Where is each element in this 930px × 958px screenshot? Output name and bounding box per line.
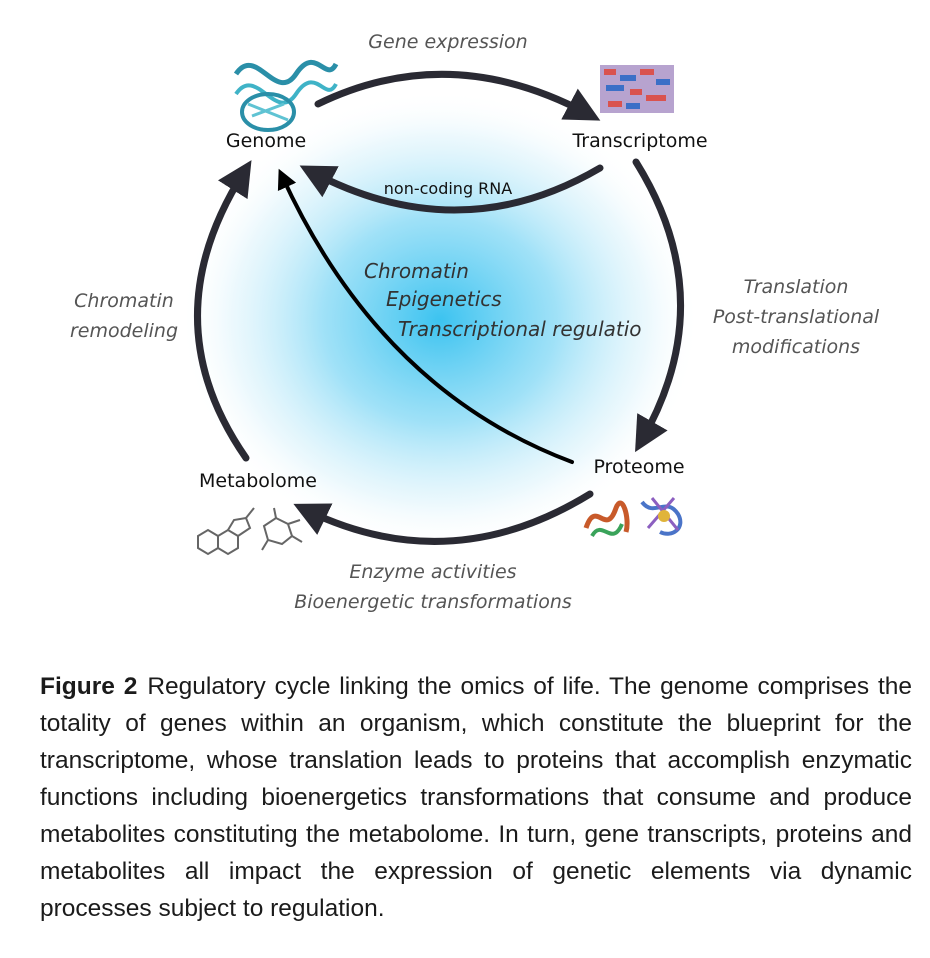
figure-label: Figure 2 <box>40 673 138 700</box>
gene-expression-label: Gene expression <box>368 31 527 53</box>
enzyme-activities-label: Enzyme activities <box>349 561 516 583</box>
enzyme-arrow <box>293 490 594 545</box>
metabolome-label: Metabolome <box>199 470 317 492</box>
genome-label: Genome <box>226 130 306 152</box>
modifications-label: modifications <box>732 336 860 358</box>
proteome-label: Proteome <box>593 456 684 478</box>
center-glow <box>180 90 700 550</box>
caption-text: Regulatory cycle linking the omics of li… <box>40 673 912 922</box>
heatmap-icon <box>600 65 674 113</box>
non-coding-rna-arrow <box>299 164 604 214</box>
non-coding-rna-label: non-coding RNA <box>384 179 513 198</box>
regulation-arrow <box>277 168 574 464</box>
center-epigenetics-label: Epigenetics <box>386 287 502 311</box>
chromatin-remodeling-arrow <box>194 160 252 462</box>
chromatin-remodeling-label-1: Chromatin <box>74 290 174 312</box>
dna-helix-icon <box>233 59 339 132</box>
center-chromatin-label: Chromatin <box>364 259 469 283</box>
gene-expression-arrow <box>314 70 601 121</box>
translation-label: Translation <box>744 276 849 298</box>
bioenergetic-transformations-label: Bioenergetic transformations <box>294 591 572 613</box>
protein-structure-icon <box>583 497 683 538</box>
center-transcriptional-label: Transcriptional regulatio <box>398 317 642 341</box>
molecule-structure-icon <box>197 507 303 556</box>
chromatin-remodeling-label-2: remodeling <box>70 320 178 342</box>
translation-arrow <box>632 158 684 453</box>
post-translational-label: Post-translational <box>713 306 880 328</box>
transcriptome-label: Transcriptome <box>571 130 707 152</box>
omics-cycle-diagram: Genome Transcriptome Proteome Metabolome… <box>70 31 880 613</box>
